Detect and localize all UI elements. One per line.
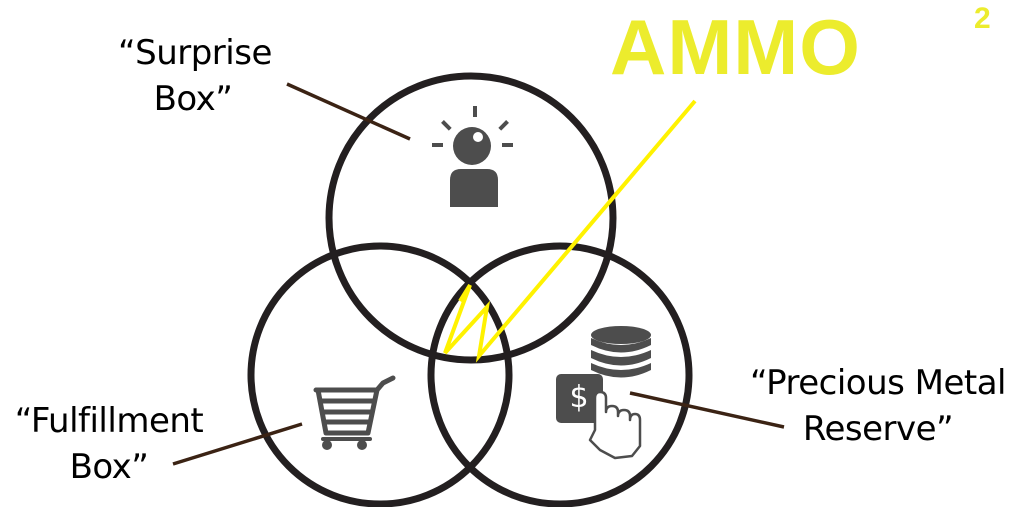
leader-line-precious-metal-reserve (629, 391, 785, 429)
label-fulfillment-box-line2: Box” (69, 447, 149, 487)
label-precious-metal-reserve-line1: “Precious Metal (750, 363, 1007, 403)
brand-superscript: 2 (974, 2, 991, 35)
label-fulfillment-box: “Fulfillment Box” (0, 398, 218, 490)
label-surprise-box: “Surprise Box” (118, 30, 272, 122)
person-idea-icon (432, 106, 513, 207)
svg-text:$: $ (569, 380, 588, 415)
label-fulfillment-box-line1: “Fulfillment (14, 401, 204, 441)
shopping-cart-icon (313, 375, 396, 450)
coin-stack-pay-icon: $ (556, 326, 651, 460)
circle-fulfillment-box (247, 242, 513, 508)
circle-surprise-box (325, 72, 617, 364)
brand-name: AMMO (610, 3, 861, 91)
lightning-bolt-line (443, 99, 697, 363)
circle-precious-metal-reserve (427, 242, 693, 508)
leader-line-surprise-box (286, 82, 411, 141)
label-surprise-box-line1: “Surprise (118, 33, 272, 73)
label-precious-metal-reserve-line2: Reserve” (802, 409, 954, 449)
label-precious-metal-reserve: “Precious Metal Reserve” (736, 360, 1020, 452)
label-surprise-box-line2: Box” (153, 79, 233, 119)
leader-line-fulfillment-box (172, 422, 303, 466)
